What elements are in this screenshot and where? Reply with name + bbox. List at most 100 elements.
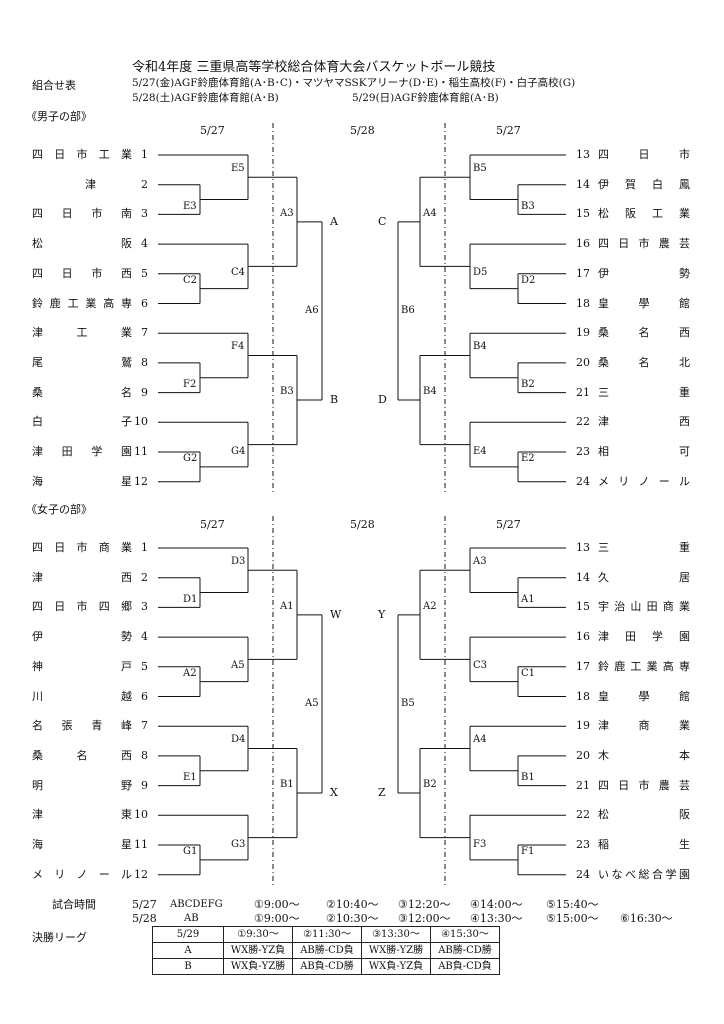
schedule-time: ②10:40～	[326, 898, 379, 911]
men-team-left: 鈴鹿工業高専	[32, 296, 132, 312]
women-game-label: A4	[472, 734, 488, 747]
team-name-char: 日	[618, 778, 630, 792]
team-name-char: 商	[662, 600, 674, 614]
team-name-char: 商	[638, 719, 650, 733]
men-team-left: 白子	[32, 414, 132, 430]
team-name-char: 可	[679, 445, 690, 458]
men-game-label: C4	[230, 267, 247, 280]
team-name-char: ー	[658, 474, 670, 488]
table-row: B WX負-YZ勝 AB負-CD勝 WX負-YZ負 AB負-CD負	[152, 958, 500, 975]
men-heading: 《男子の部》	[26, 110, 92, 123]
team-name-char: 工	[67, 296, 79, 310]
team-name-char: 治	[614, 600, 626, 614]
men-block-label: C	[378, 214, 387, 228]
men-seed-right: 17	[576, 266, 590, 280]
team-name-char: 四	[32, 541, 43, 554]
table-header-cell: ④15:30～	[430, 926, 500, 943]
men-seed-right: 21	[576, 385, 590, 399]
women-date-right: 5/27	[496, 518, 521, 531]
men-team-right: 皇學館	[598, 296, 690, 312]
men-seed-right: 18	[576, 296, 590, 310]
women-seed-left: 8	[141, 748, 148, 762]
women-seed-right: 21	[576, 778, 590, 792]
men-seed-left: 3	[141, 207, 148, 221]
women-block-label: W	[330, 607, 342, 621]
team-name-char: 郷	[121, 600, 132, 614]
team-name-char: 阪	[121, 237, 132, 251]
women-game-label: F1	[520, 845, 536, 858]
team-name-char: 東	[121, 808, 132, 822]
men-seed-left: 10	[134, 415, 148, 429]
team-name-char: 張	[61, 719, 73, 733]
men-game-label: B4	[472, 341, 488, 354]
women-game-label: C1	[520, 667, 537, 680]
men-team-left: 尾鷲	[32, 355, 132, 371]
women-team-right: 宇治山田商業	[598, 599, 690, 615]
team-name-char: 子	[121, 415, 132, 429]
team-name-char: 賀	[625, 177, 636, 191]
women-seed-right: 23	[576, 838, 590, 851]
team-name-char: 農	[658, 778, 670, 792]
women-team-right: 四日市農芸	[598, 778, 690, 794]
men-seed-right: 22	[576, 415, 590, 429]
team-name-char: 松	[598, 207, 609, 221]
team-name-char: 神	[32, 659, 43, 673]
team-name-char: 業	[679, 207, 690, 221]
team-name-char: 学	[665, 867, 677, 881]
men-game-label: C2	[182, 274, 199, 287]
men-game-label: E3	[182, 200, 198, 213]
women-team-right: 皇學館	[598, 689, 690, 705]
team-name-char: 日	[54, 600, 66, 614]
men-team-left: 四日市南	[32, 206, 132, 222]
men-game-label: E2	[520, 452, 536, 465]
women-game-label: B1	[520, 771, 536, 784]
team-name-char: 星	[121, 474, 132, 488]
men-team-right: 伊賀白鳳	[598, 177, 690, 193]
team-name-char: 市	[76, 600, 88, 614]
women-team-right: 津商業	[598, 718, 690, 734]
women-seed-right: 19	[576, 719, 590, 733]
women-seed-right: 18	[576, 689, 590, 703]
team-name-char: 西	[121, 570, 132, 584]
men-game-label: E5	[230, 163, 246, 176]
women-team-right: 鈴鹿工業高専	[598, 659, 690, 675]
women-seed-right: 17	[576, 659, 590, 673]
team-name-char: 松	[32, 237, 43, 251]
team-name-char: 鷲	[121, 355, 132, 369]
team-name-char: 本	[679, 748, 690, 762]
team-name-char: 四	[32, 148, 43, 161]
women-seed-right: 16	[576, 630, 590, 644]
women-game-label: F3	[472, 838, 488, 851]
team-name-char: 鈴	[598, 659, 609, 673]
team-name-char: 伊	[32, 630, 43, 644]
team-name-char: 學	[638, 689, 650, 703]
table-cell: B	[152, 958, 224, 975]
team-name-char: 名	[121, 385, 132, 399]
men-game-label: G2	[182, 452, 199, 465]
team-name-char: ノ	[638, 474, 650, 488]
team-name-char: 日	[61, 207, 73, 221]
men-seed-left: 12	[134, 474, 148, 488]
women-team-left: 海星	[32, 837, 132, 853]
team-name-char: 工	[98, 148, 110, 161]
women-seed-right: 22	[576, 808, 590, 822]
team-name-char: 高	[662, 659, 674, 673]
team-name-char: メ	[598, 474, 609, 488]
table-cell: AB負-CD勝	[292, 958, 362, 975]
women-game-label: A5	[304, 697, 320, 710]
men-game-label: A4	[422, 207, 438, 220]
men-game-label: F4	[230, 341, 246, 354]
team-name-char: 川	[32, 689, 43, 703]
women-game-label: B5	[400, 697, 416, 710]
schedule-time: ②10:30～	[326, 912, 379, 925]
team-name-char: 業	[679, 719, 690, 733]
team-name-char: 学	[652, 630, 663, 644]
women-seed-left: 10	[134, 808, 148, 822]
team-name-char: 越	[121, 689, 132, 703]
women-game-label: G3	[230, 838, 247, 851]
men-team-left: 桑名	[32, 385, 132, 401]
team-name-char: 市	[638, 237, 650, 251]
team-name-char: 久	[598, 570, 609, 584]
women-team-left: 桑名西	[32, 748, 132, 764]
